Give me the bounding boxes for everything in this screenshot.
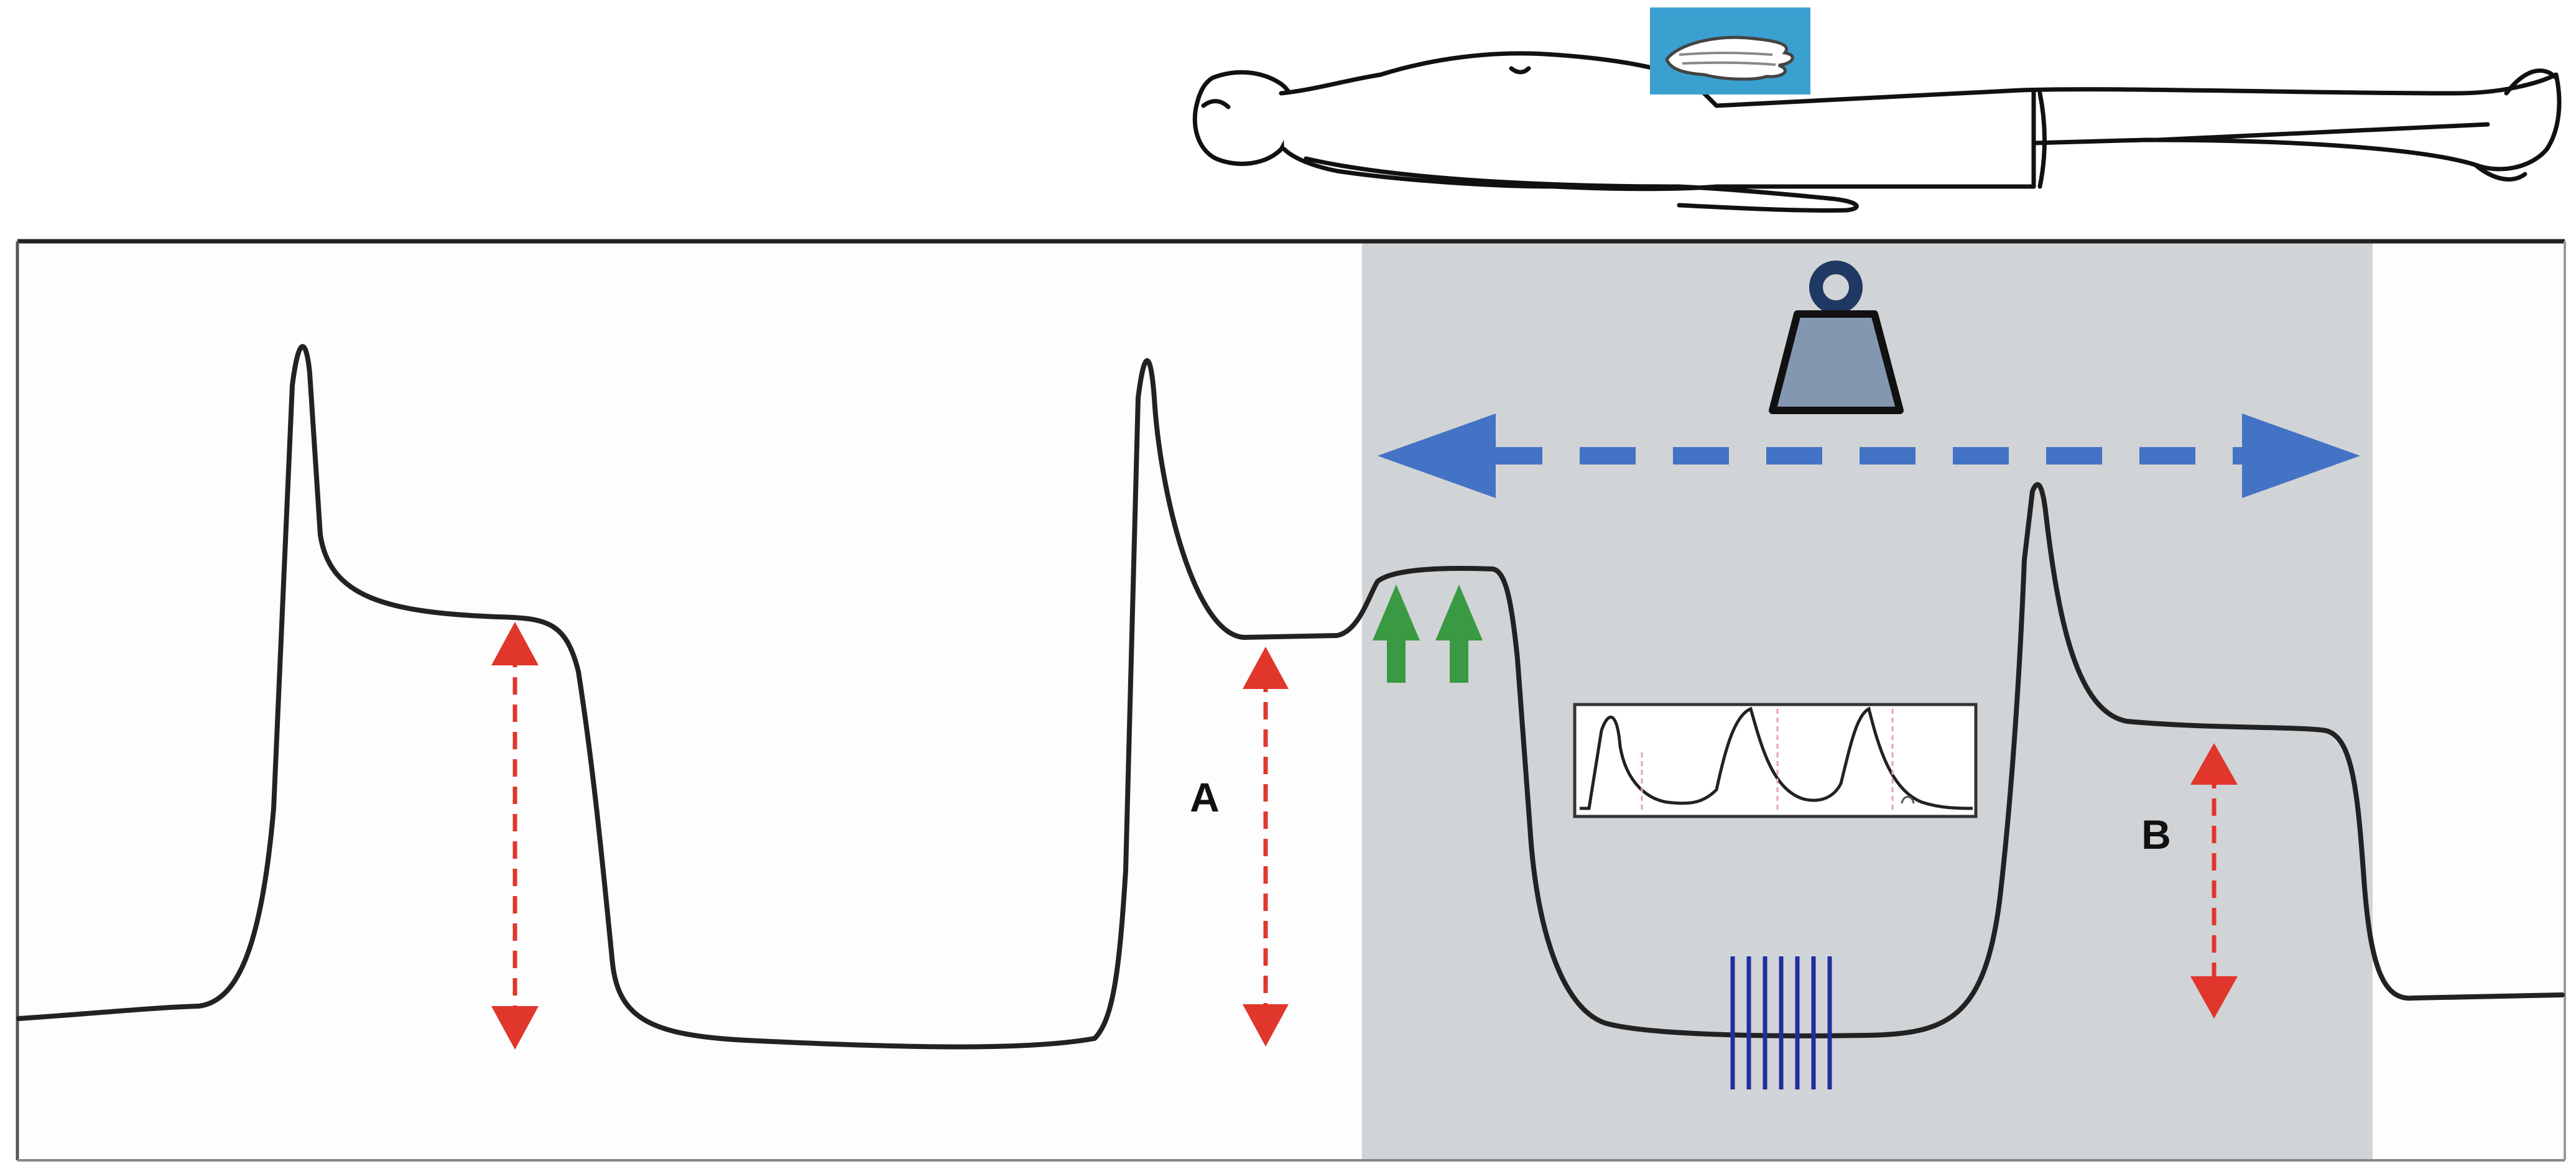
- inset-waveform: [1573, 703, 1978, 818]
- capnography-waveform: [16, 344, 2565, 1050]
- label-b: B: [2141, 811, 2171, 857]
- supine-patient-icon: [1192, 51, 2562, 213]
- baseline-arrow-1: [491, 622, 539, 1050]
- baseline-arrow-a: [1243, 647, 1289, 1047]
- label-a: A: [1190, 774, 1220, 820]
- baseline-arrow-b: [2190, 743, 2238, 1019]
- chart-panel: [16, 239, 2566, 1162]
- rise-arrows: [1373, 585, 1483, 683]
- pressure-double-arrow: [1378, 414, 2360, 498]
- oscillation-ticks: [1730, 956, 1832, 1089]
- hand-on-abdomen-icon: [1650, 7, 1810, 95]
- weight-icon: [1769, 261, 1904, 414]
